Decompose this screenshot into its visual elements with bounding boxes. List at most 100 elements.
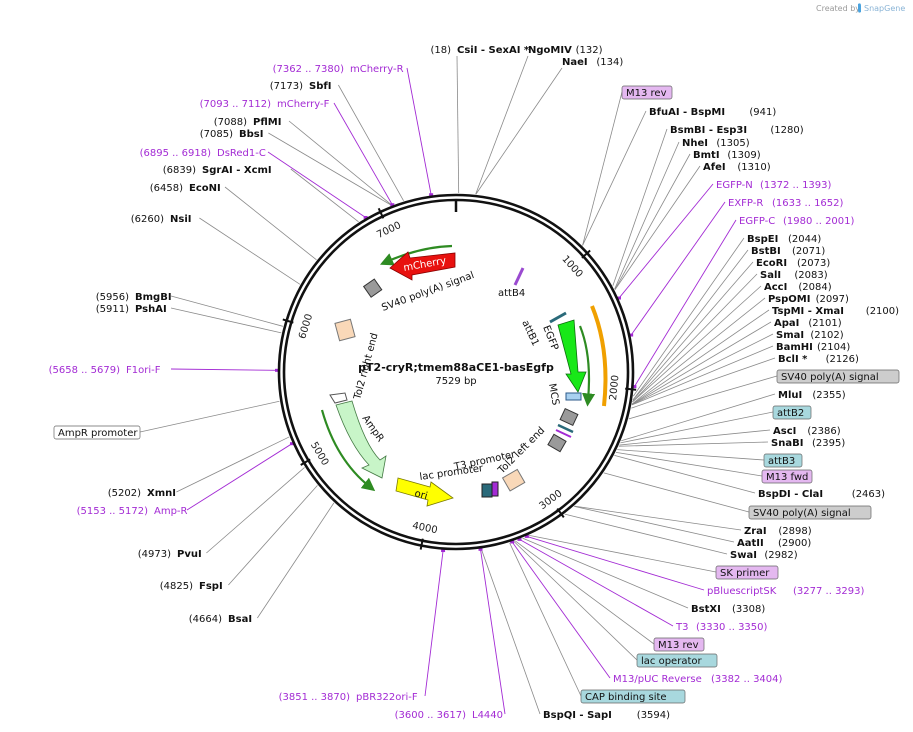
site-label-asci[interactable]: AscI(2386)	[773, 426, 841, 437]
site-label-nsii[interactable]: NsiI(6260)	[131, 214, 192, 225]
site-position: (3594)	[637, 710, 670, 721]
site-label-mcherryr[interactable]: mCherry-R(7362 .. 7380)	[273, 64, 404, 75]
tick-mark	[581, 249, 591, 259]
site-label-f1ori[interactable]: F1ori-F(5658 .. 5679)	[49, 365, 161, 376]
feature-tag-cap[interactable]: CAP binding site	[580, 689, 686, 704]
feature-tag-sv40_r2[interactable]: SV40 poly(A) signal	[748, 505, 872, 520]
site-label-t3[interactable]: T3(3330 .. 3350)	[675, 622, 768, 633]
site-label-naei[interactable]: NaeI(134)	[562, 57, 623, 68]
site-label-afei[interactable]: AfeI(1310)	[703, 162, 771, 173]
feature-tag-amprprom[interactable]: AmpR promoter	[53, 425, 141, 440]
feature-tag-sv40_r1[interactable]: SV40 poly(A) signal	[776, 369, 900, 384]
site-label-ngomiv[interactable]: NgoMIV(132)	[528, 45, 603, 56]
m13fwd-mark	[555, 429, 572, 438]
site-label-snabi[interactable]: SnaBI(2395)	[771, 438, 845, 449]
egfp-arrow	[557, 319, 587, 393]
site-label-exfpr[interactable]: EXFP-R(1633 .. 1652)	[728, 198, 844, 209]
feature-tag-label: lac operator	[641, 656, 702, 667]
site-name: AatII	[737, 538, 764, 549]
tick-label: 2000	[608, 374, 621, 400]
feature-ampr[interactable]: AmpR	[320, 392, 387, 492]
site-label-bstbi[interactable]: BstBI(2071)	[751, 246, 825, 257]
site-label-tspmi[interactable]: TspMI - XmaI(2100)	[772, 306, 899, 317]
site-label-bbsi[interactable]: BbsI(7085)	[200, 129, 264, 140]
feature-tag-m13fwd[interactable]: M13 fwd	[761, 469, 813, 484]
primer-leader	[267, 151, 366, 218]
site-label-bcli[interactable]: BclI *(2126)	[778, 354, 859, 365]
site-leader	[614, 165, 701, 290]
mcherry-strand-arrow	[379, 244, 453, 266]
site-label-bspdi[interactable]: BspDI - ClaI(2463)	[758, 489, 885, 500]
site-leader	[290, 168, 359, 223]
feature-tag-attb3[interactable]: attB3	[763, 453, 803, 468]
site-label-pflmi[interactable]: PflMI(7088)	[214, 117, 282, 128]
site-label-fspi[interactable]: FspI(4825)	[160, 581, 223, 592]
site-label-econi[interactable]: EcoNI(6458)	[150, 183, 221, 194]
feature-tag-box	[636, 653, 718, 668]
site-name: PshAI	[135, 304, 167, 315]
site-label-egfpn[interactable]: EGFP-N(1372 .. 1393)	[716, 180, 832, 191]
site-label-smai[interactable]: SmaI(2102)	[776, 330, 844, 341]
site-name: FspI	[199, 581, 223, 592]
site-label-mcherryf[interactable]: mCherry-F(7093 .. 7112)	[200, 99, 330, 110]
site-label-acci[interactable]: AccI(2084)	[764, 282, 832, 293]
site-label-mlui[interactable]: MluI(2355)	[778, 390, 846, 401]
site-label-xmni[interactable]: XmnI(5202)	[108, 488, 176, 499]
primer-leader	[424, 550, 444, 697]
site-label-zrai[interactable]: ZraI(2898)	[744, 526, 812, 537]
primer-leader	[170, 368, 278, 371]
feature-mcherry[interactable]: mCherry	[379, 244, 456, 281]
site-label-bsmbi[interactable]: BsmBI - Esp3I(1280)	[670, 125, 804, 136]
feature-tag-box	[776, 369, 900, 384]
site-name: AfeI	[703, 162, 726, 173]
feature-tag-skprimer[interactable]: SK primer	[715, 565, 779, 580]
site-label-ecori[interactable]: EcoRI(2073)	[756, 258, 830, 269]
site-label-sali[interactable]: SalI(2083)	[760, 270, 828, 281]
site-label-bstxi[interactable]: BstXI(3308)	[691, 604, 765, 615]
site-position: (2463)	[852, 489, 885, 500]
feature-tag-lacop[interactable]: lac operator	[636, 653, 718, 668]
site-label-sbfi[interactable]: SbfI(7173)	[270, 81, 332, 92]
site-position: (3600 .. 3617)	[395, 710, 467, 721]
site-leader	[633, 237, 745, 397]
site-label-pbluescriptsk[interactable]: pBluescriptSK(3277 .. 3293)	[707, 586, 865, 597]
site-position: (2386)	[807, 426, 840, 437]
site-position: (1305)	[716, 138, 749, 149]
site-label-apai[interactable]: ApaI(2101)	[774, 318, 842, 329]
site-name: TspMI - XmaI	[772, 306, 844, 317]
site-name: mCherry-R	[350, 64, 404, 75]
site-label-l4440[interactable]: L4440(3600 .. 3617)	[395, 710, 503, 721]
site-label-aatii[interactable]: AatII(2900)	[737, 538, 811, 549]
site-position: (3851 .. 3870)	[279, 692, 351, 703]
site-label-bamhi[interactable]: BamHI(2104)	[776, 342, 850, 353]
site-label-pspomi[interactable]: PspOMI(2097)	[768, 294, 849, 305]
site-name: EcoNI	[189, 183, 221, 194]
site-label-ampr[interactable]: Amp-R(5153 .. 5172)	[77, 506, 188, 517]
feature-ori[interactable]: ori	[395, 477, 454, 507]
site-label-bfuai[interactable]: BfuAI - BspMI(941)	[649, 107, 776, 118]
site-label-swai[interactable]: SwaI(2982)	[730, 550, 798, 561]
site-leader	[631, 333, 774, 406]
site-position: (2982)	[764, 550, 797, 561]
feature-tag-attb2[interactable]: attB2	[772, 405, 812, 420]
egfp-label: EGFP	[540, 324, 560, 352]
site-label-nhei[interactable]: NheI(1305)	[682, 138, 750, 149]
feature-tag-m13rev_top[interactable]: M13 rev	[621, 85, 673, 100]
site-label-m13puc[interactable]: M13/pUC Reverse(3382 .. 3404)	[613, 674, 783, 685]
site-label-pbr322[interactable]: pBR322ori-F(3851 .. 3870)	[279, 692, 418, 703]
site-label-bmti[interactable]: BmtI(1309)	[693, 150, 761, 161]
primer-leader-lines	[170, 67, 737, 715]
site-label-dsred1c[interactable]: DsRed1-C(6895 .. 6918)	[140, 148, 266, 159]
feature-tag-m13rev_b[interactable]: M13 rev	[653, 637, 705, 652]
site-leader	[631, 297, 766, 405]
site-label-egfpc[interactable]: EGFP-C(1980 .. 2001)	[739, 216, 855, 227]
site-label-sgrai[interactable]: SgrAI - XcmI(6839)	[163, 165, 272, 176]
site-label-bsai[interactable]: BsaI(4664)	[189, 614, 252, 625]
site-label-bspqi[interactable]: BspQI - SapI(3594)	[543, 710, 670, 721]
site-label-pshai[interactable]: PshAI(5911)	[96, 304, 167, 315]
site-label-bmgbi[interactable]: BmgBI(5956)	[96, 292, 172, 303]
site-leader	[620, 411, 774, 444]
site-label-bspei[interactable]: BspEI(2044)	[747, 234, 821, 245]
site-label-pvui[interactable]: PvuI(4973)	[138, 549, 202, 560]
site-label-csii[interactable]: CsiI - SexAI *(18)	[430, 45, 529, 56]
